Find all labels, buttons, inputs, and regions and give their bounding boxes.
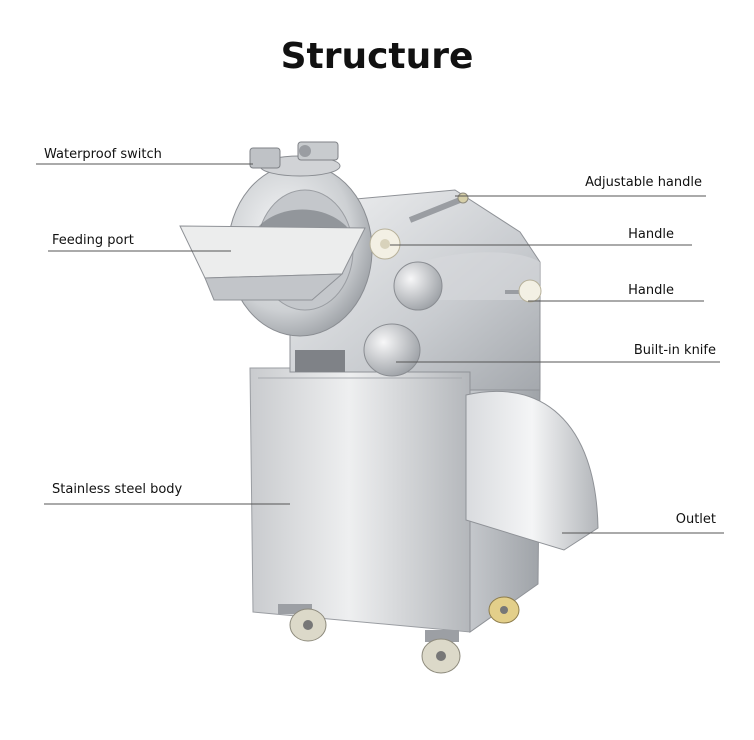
- label-built-in-knife: Built-in knife: [633, 343, 716, 358]
- label-handle-upper: Handle: [628, 227, 674, 242]
- label-waterproof-switch: Waterproof switch: [44, 147, 162, 162]
- diagram-title: Structure: [280, 36, 474, 77]
- built-in-knife-dome: [363, 323, 421, 377]
- housing-dome: [393, 261, 443, 311]
- feeding-port-tray: [179, 225, 366, 301]
- label-stainless-steel-body: Stainless steel body: [52, 482, 183, 497]
- label-outlet: Outlet: [675, 512, 716, 527]
- wheel-front-left: [278, 604, 327, 642]
- label-adjustable-handle: Adjustable handle: [585, 175, 702, 190]
- handle-knob-lower: [505, 279, 542, 303]
- label-feeding-port: Feeding port: [52, 233, 134, 248]
- leader-lines: [36, 163, 724, 534]
- waterproof-switch: [249, 141, 339, 169]
- outlet-chute: [465, 390, 599, 551]
- wheel-rear-right: [488, 596, 520, 624]
- handle-knob-upper: [369, 228, 401, 260]
- wheel-front-right: [421, 630, 461, 674]
- label-handle-lower: Handle: [628, 283, 674, 298]
